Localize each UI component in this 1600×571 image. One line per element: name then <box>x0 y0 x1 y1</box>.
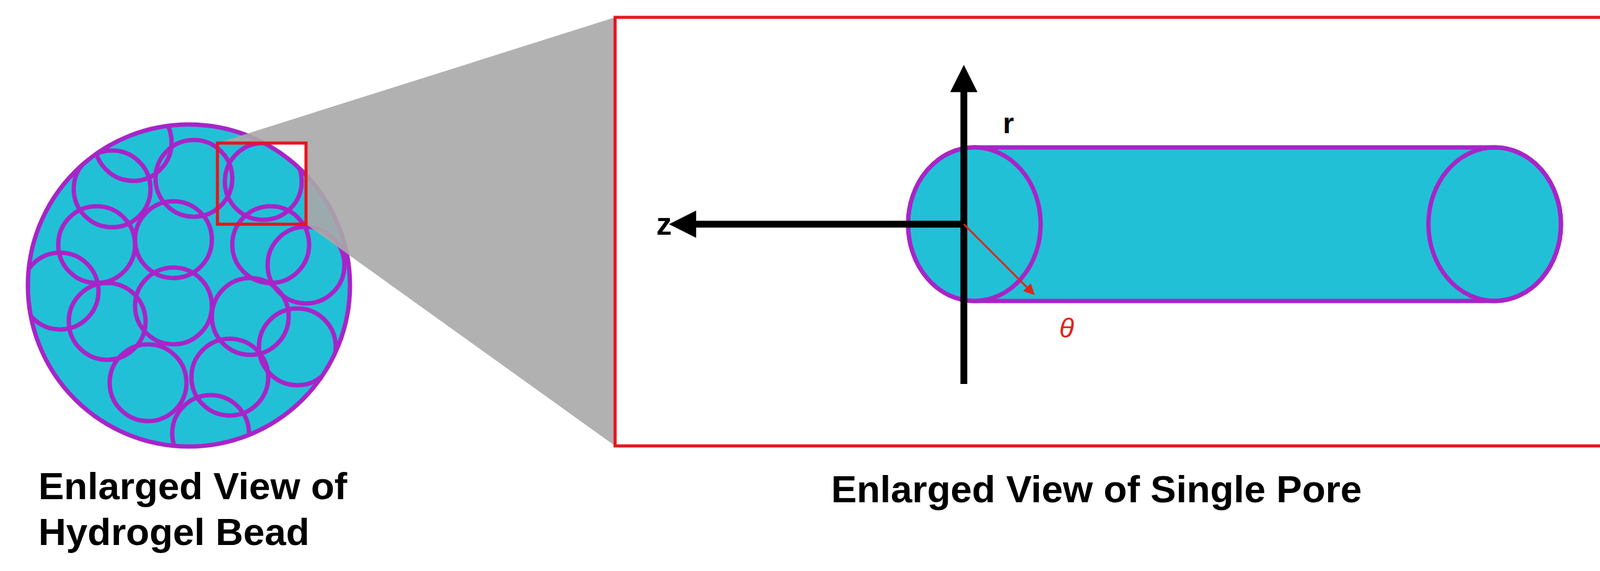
pore-outline <box>58 206 136 284</box>
pore-outline <box>191 338 269 416</box>
angle-label: θ <box>1059 312 1075 346</box>
zoom-box <box>217 143 307 225</box>
axis-label: z <box>656 205 673 243</box>
bead-pores <box>21 104 345 473</box>
pore-back-face <box>1428 147 1561 302</box>
pore-caption: Enlarged View of Single Pore <box>831 466 1363 513</box>
pore-cylinder <box>908 147 1561 302</box>
pore-outline <box>73 150 151 228</box>
enlarged-panel <box>615 17 1600 446</box>
z-axis <box>690 221 964 228</box>
r-axis <box>960 86 968 385</box>
pore-outline <box>109 344 187 422</box>
hydrogel-bead <box>27 124 350 447</box>
pore-outline <box>258 308 336 386</box>
pore-outline <box>94 104 172 181</box>
axis-label: r <box>1002 106 1015 141</box>
pore-outline <box>135 267 212 345</box>
pore-outline <box>232 206 310 284</box>
bead-caption: Enlarged View of Hydrogel Bead <box>38 463 448 556</box>
pore-outline <box>172 395 250 473</box>
theta-arrow <box>963 224 1034 294</box>
zoom-wedge <box>217 17 616 446</box>
pore-outline <box>21 252 99 330</box>
